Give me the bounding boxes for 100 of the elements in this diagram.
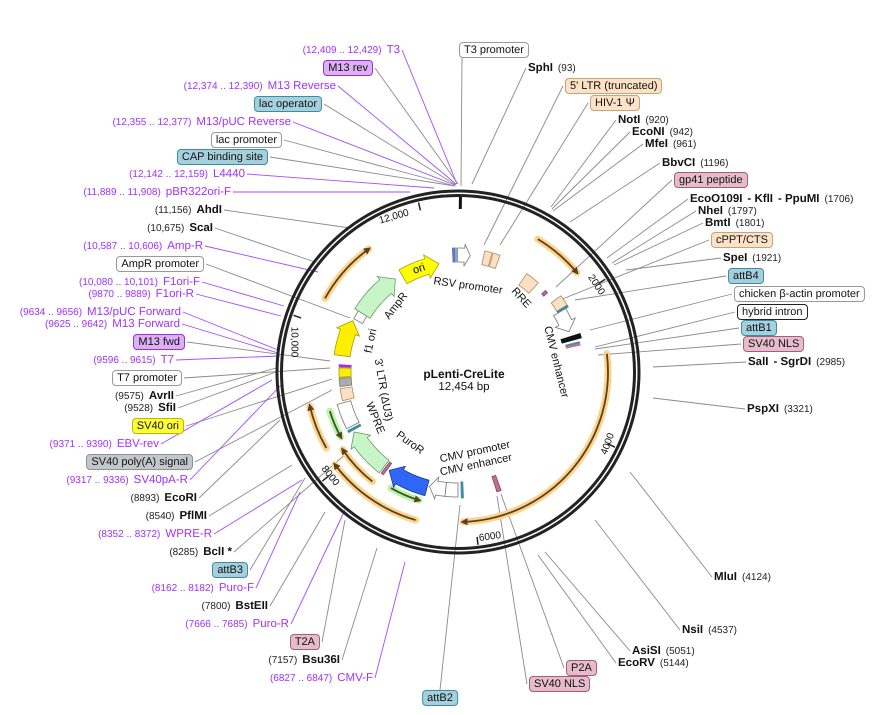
leader-line [256, 492, 300, 588]
leader-line [552, 132, 630, 210]
feature-tag: attB2 [422, 690, 458, 706]
leader-line [204, 246, 318, 272]
site-position: (4537) [708, 625, 737, 636]
site-position: (1921) [752, 253, 782, 264]
leader-line [652, 362, 746, 368]
enzyme-name: Bsu36I [302, 654, 340, 666]
feature-name: CMV enhancer [541, 324, 571, 400]
enzyme-name: EcoNI [632, 126, 665, 138]
primer-position: (12,409 .. 12,429) [302, 45, 382, 56]
enzyme-name: PflMI [180, 510, 207, 522]
enzyme-name: NsiI [682, 624, 704, 636]
primer-name: Puro-F [218, 582, 254, 594]
feature-name: ori [410, 262, 426, 278]
leader-line [550, 120, 616, 208]
leader-line [324, 104, 456, 186]
feature-tag: HIV-1 Ψ [590, 95, 640, 111]
feature-tag: SV40 poly(A) signal [86, 454, 193, 470]
site-position: (5051) [666, 646, 695, 657]
enzyme-name: SpeI [723, 252, 748, 264]
leader-line [594, 520, 680, 630]
leader-line [182, 312, 278, 350]
leader-line [338, 86, 456, 184]
primer-name: M13 Forward [112, 318, 180, 330]
feature-tag: SV40 NLS [743, 336, 804, 352]
leader-line [484, 86, 564, 246]
enzyme-name: EcoRI [164, 492, 197, 504]
leader-line [160, 380, 272, 444]
leader-line [184, 368, 330, 378]
enzyme-name: EcoRV [618, 657, 655, 669]
tick-label: 10,000 [288, 326, 300, 358]
leader-line [178, 372, 276, 408]
feature-tag: attB3 [212, 562, 248, 578]
primer-name: T7 [160, 354, 174, 366]
primer-name: EBV-rev [116, 438, 159, 450]
site-position: (5144) [660, 658, 689, 669]
feature-tag: lac operator [254, 96, 322, 112]
leader-line [176, 368, 276, 396]
leader-line [342, 548, 378, 660]
enzyme-name: PspXI [747, 403, 779, 415]
primer-position: (9634 .. 9656) [20, 307, 82, 318]
site-position: (1797) [728, 206, 757, 217]
primer-position: (9371 .. 9390) [50, 439, 112, 450]
feature-tag: P2A [566, 660, 597, 676]
tick-label: 12,000 [378, 208, 410, 226]
leader-line [594, 312, 736, 348]
leader-line [292, 122, 456, 186]
leader-line [626, 258, 722, 270]
leader-line [472, 68, 526, 184]
leader-line [500, 494, 564, 668]
feature-name: RSV promoter [432, 275, 504, 297]
leader-line [612, 210, 696, 264]
enzyme-name: ScaI [189, 222, 213, 234]
primer-position: (9596 .. 9615) [93, 355, 156, 366]
primer-name: M13/pUC Forward [87, 306, 181, 318]
tick-label: 4000 [599, 432, 617, 456]
primer-position: (9317 .. 9336) [66, 475, 129, 486]
leader-line [606, 198, 688, 258]
primer-name: M13/pUC Reverse [196, 116, 291, 128]
primer-name: F1ori-F [162, 276, 200, 288]
plasmid-length: 12,454 bp [438, 381, 490, 393]
enzyme-name: NotI [618, 114, 640, 126]
feature-tag: chicken β-actin promoter [734, 286, 865, 302]
leader-line [214, 480, 302, 534]
site-position: (11,156) [154, 205, 192, 216]
leader-line [500, 102, 588, 246]
enzyme-name: MfeI [645, 138, 668, 150]
leader-line [190, 382, 284, 480]
leader-line [202, 282, 284, 306]
primer-position: (11,889 .. 11,908) [83, 187, 161, 198]
site-position: (9528) [124, 403, 154, 414]
leader-line [198, 420, 280, 498]
feature-tag: hybrid intron [737, 304, 808, 320]
primer-name: F1ori-R [156, 288, 194, 300]
feature-tag: T7 promoter [112, 370, 182, 386]
leader-line [538, 554, 616, 664]
leader-line [570, 162, 660, 222]
site-position: (920) [645, 115, 669, 126]
leader-line [440, 504, 460, 690]
enzyme-name: AvrII [148, 390, 174, 402]
leader-line [374, 68, 458, 184]
feature-tag: gp41 peptide [674, 172, 748, 188]
feature-tag: SV40 ori [132, 418, 184, 434]
enzyme-name: BclI * [203, 546, 232, 558]
enzyme-name: NheI [698, 205, 723, 217]
primer-position: (10,587 .. 10,606) [83, 241, 162, 252]
enzyme-name: SalI [748, 356, 768, 368]
enzyme-name: SfiI [158, 402, 176, 414]
feature-tag: M13 rev [323, 60, 373, 76]
primer-position: (12,374 .. 12,390) [184, 81, 263, 92]
primer-position: (12,355 .. 12,377) [112, 117, 192, 128]
primer-name: pBR322ori-F [166, 186, 231, 198]
primer-name: SV40pA-R [134, 474, 188, 486]
leader-line [374, 562, 406, 678]
site-position: (10,675) [147, 223, 184, 234]
leader-line [574, 276, 726, 300]
enzyme-name: - SgrDI [773, 356, 812, 368]
primer-position: (9625 .. 9642) [44, 319, 108, 330]
primer-name: CMV-F [337, 672, 373, 684]
